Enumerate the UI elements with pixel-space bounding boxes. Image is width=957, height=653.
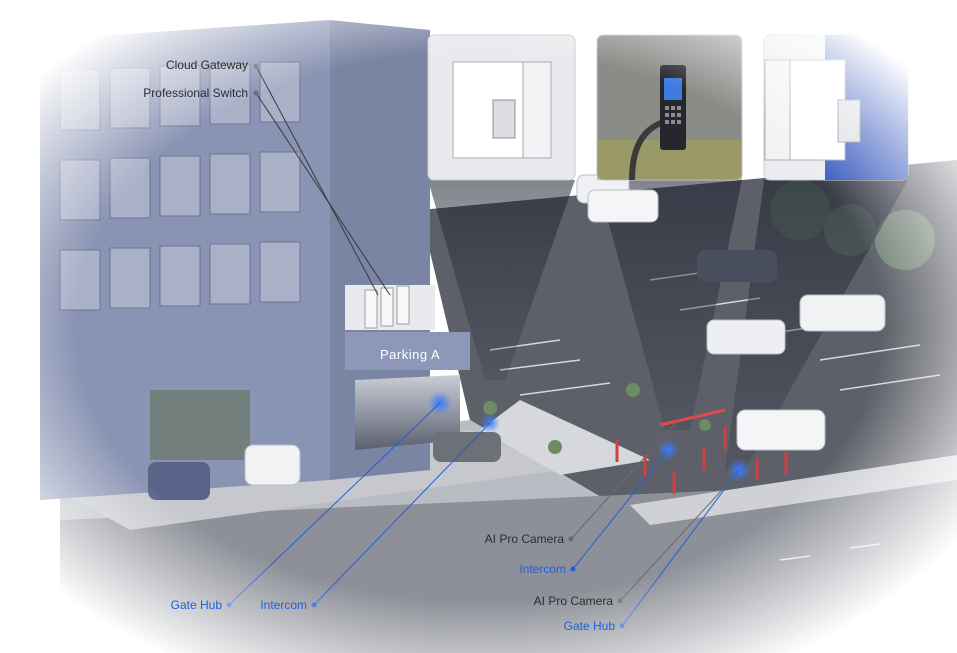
label-professional-switch: Professional Switch	[100, 86, 248, 100]
label-gate-hub-right: Gate Hub	[530, 619, 615, 633]
label-ai-pro-camera-2: AI Pro Camera	[508, 594, 613, 608]
label-gate-hub-left: Gate Hub	[140, 598, 222, 612]
label-ai-pro-camera-1: AI Pro Camera	[460, 532, 564, 546]
label-intercom-right: Intercom	[480, 562, 566, 576]
label-cloud-gateway: Cloud Gateway	[120, 58, 248, 72]
parking-sign: Parking A	[380, 347, 440, 362]
label-intercom-left: Intercom	[230, 598, 307, 612]
